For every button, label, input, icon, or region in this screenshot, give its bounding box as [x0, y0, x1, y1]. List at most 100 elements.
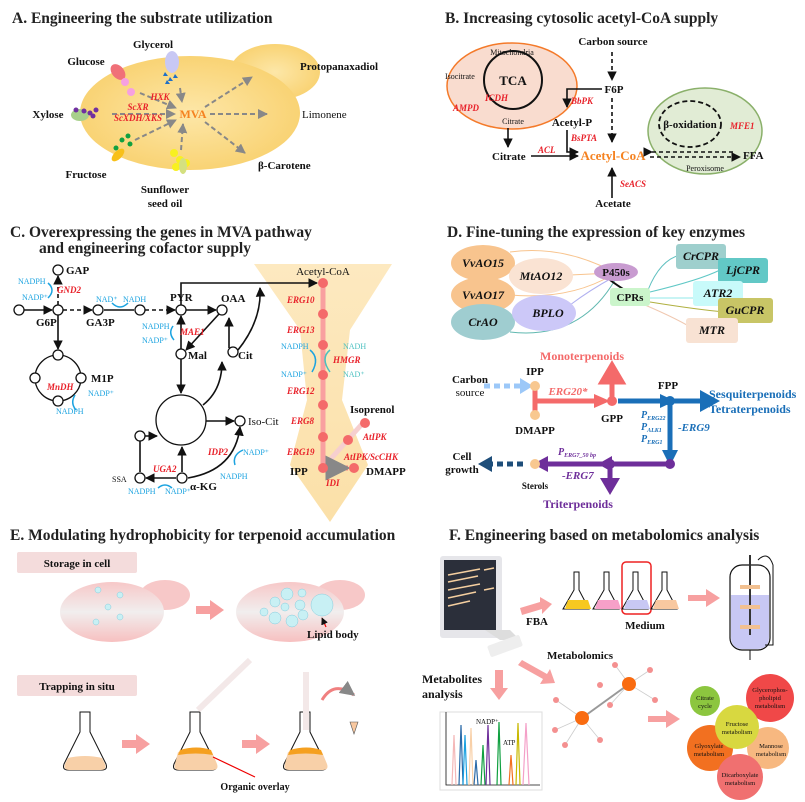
trapping-label: Trapping in situ	[39, 681, 115, 693]
met-dmapp: DMAPP	[366, 466, 406, 478]
box-crcpr	[676, 244, 726, 269]
cofactor-nadph-3: NADPH	[56, 407, 84, 416]
pathway-nodes	[13, 264, 246, 484]
pathway-edges	[23, 275, 318, 483]
arrow-trap-1	[122, 734, 150, 754]
enzyme-atipk-scchk: AtIPK/ScCHK	[343, 452, 399, 462]
box-ljcpr	[718, 258, 768, 283]
promoter-erg22: P	[641, 410, 648, 421]
analysis-label: analysis	[422, 687, 463, 701]
met-oaa: OAA	[221, 293, 246, 305]
enzyme-ljcpr: LjCPR	[725, 263, 760, 277]
peak-nadp: NADP⁺	[476, 718, 499, 726]
met-pyr: PYR	[170, 292, 194, 304]
p450s-blob	[594, 263, 638, 281]
met-isoprenol: Isoprenol	[350, 404, 394, 416]
citrate-inner-label: Citrate	[502, 117, 524, 126]
ipp-label: IPP	[526, 366, 544, 378]
pathway-d-nodes	[530, 381, 675, 469]
tca-label: TCA	[499, 73, 527, 88]
promoter-erg7: PERG7_50 bp	[558, 447, 596, 459]
tca-cycle-c	[155, 394, 207, 446]
metabolomics-label: Metabolomics	[547, 650, 614, 662]
enzyme-mtao12: MtAO12	[519, 269, 563, 283]
product-protopanaxadiol: Protopanaxadiol	[300, 61, 378, 73]
arrow-metabolomics	[518, 660, 555, 684]
flask-1	[63, 711, 107, 771]
medium-label: Medium	[625, 620, 665, 632]
enzyme-idp2: IDP2	[207, 447, 228, 457]
met-gap: GAP	[66, 265, 90, 277]
enzyme-crao: CrAO	[468, 315, 498, 329]
cprs-box	[610, 288, 650, 306]
product-beta-carotene: β-Carotene	[258, 160, 311, 172]
arrow-fba	[520, 597, 552, 615]
isocitrate-label: Isocitrate	[445, 72, 475, 81]
panel-b-title: B. Increasing cytosolic acetyl-CoA suppl…	[445, 10, 718, 27]
product-limonene: Limonene	[302, 109, 347, 121]
met-iso-cit: Iso-Cit	[248, 416, 279, 428]
enzyme-erg12: ERG12	[286, 386, 315, 396]
beta-oxidation-cycle	[658, 100, 722, 148]
promoter-list: PERG22 PALK1 PERG1	[641, 410, 665, 446]
pathway-glycero-l2: pholipid	[759, 695, 781, 702]
panel-b: B. Increasing cytosolic acetyl-CoA suppl…	[445, 10, 764, 210]
enzyme-blob-bplo	[512, 295, 576, 331]
enzyme-erg13: ERG13	[286, 325, 315, 335]
arrow-trap-2	[242, 734, 270, 754]
overlay-pointer	[212, 756, 256, 778]
media-flasks	[562, 561, 679, 615]
flask-2	[173, 657, 253, 771]
storage-box	[17, 552, 137, 573]
promoter-alk1-sub: ALK1	[646, 428, 662, 434]
enzyme-icdh: ICDH	[484, 93, 509, 103]
selected-medium-box	[621, 561, 652, 615]
metabolite-network	[552, 662, 658, 748]
met-g6p: G6P	[36, 317, 57, 329]
erg7-label: -ERG7	[562, 470, 594, 482]
source-label: source	[456, 387, 485, 399]
peak-atp: ATP	[503, 739, 516, 747]
arrow-storage	[196, 600, 224, 620]
beta-oxidation-label: β-oxidation	[663, 119, 716, 131]
enzyme-hmgr: HMGR	[332, 355, 361, 365]
panel-c: C. Overexpressing the genes in MVA pathw…	[10, 224, 406, 522]
enzyme-seacs: SeACS	[620, 179, 646, 189]
promoter-erg1-sub: ERG1	[646, 440, 662, 446]
cell-before	[60, 582, 164, 642]
met-ipp: IPP	[290, 466, 308, 478]
pathway-dicarboxylate-l1: Dicarboxylate	[722, 772, 759, 779]
fba-label: FBA	[526, 616, 548, 628]
substrate-fructose: Fructose	[66, 169, 107, 181]
carbon-label: Carbon	[452, 374, 488, 386]
box-gucpr	[718, 298, 773, 323]
arrow-metabolites	[490, 670, 508, 700]
cofactor-nadp-5: NADP⁺	[243, 448, 269, 457]
acetyl-coa-label: Acetyl-CoA	[581, 148, 647, 163]
glycerol-icon	[163, 51, 179, 84]
met-m1p: M1P	[91, 373, 114, 385]
pathway-citrate-l1: Citrate	[696, 695, 714, 702]
promoter-alk1: P	[641, 422, 648, 433]
met-acetyl-coa: Acetyl-CoA	[296, 266, 350, 278]
monoterpenoid-arrow	[597, 360, 627, 398]
cofactor-nadph-4: NADPH	[281, 342, 309, 351]
enzyme-atr2: ATR2	[703, 286, 733, 300]
promoter-erg22-text: PERG22	[641, 410, 665, 422]
pathway-glyoxylate-l1: Glyoxylate	[695, 743, 724, 750]
enzyme-erg8: ERG8	[290, 416, 315, 426]
enzyme-mndh: MnDH	[46, 382, 75, 392]
met-cit: Cit	[238, 350, 253, 362]
sesquiterpenoids-label: Sesquiterpenoids	[709, 387, 797, 401]
panel-d-title: D. Fine-tuning the expression of key enz…	[447, 224, 745, 241]
storage-label: Storage in cell	[44, 558, 111, 570]
cofactor-nadph-5: NADPH	[220, 472, 248, 481]
cofactor-nadph-1: NADPH	[18, 277, 46, 286]
mitochondria	[446, 42, 578, 130]
enzyme-erg19: ERG19	[286, 447, 315, 457]
sterols-label: Sterols	[522, 481, 549, 491]
gpp-label: GPP	[601, 413, 623, 425]
acetate-label: Acetate	[595, 198, 631, 210]
cofactor-nadph-2: NADPH	[142, 322, 170, 331]
cprs-label: CPRs	[617, 292, 645, 304]
